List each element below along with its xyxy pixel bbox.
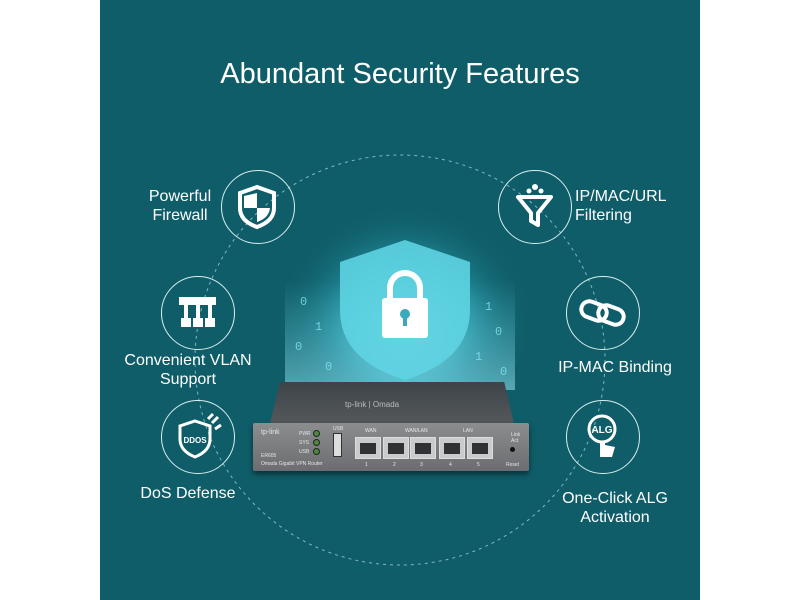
shield-firewall-icon xyxy=(238,184,276,230)
feature-label-alg: One-Click ALG Activation xyxy=(562,490,668,526)
router-device: tp-link ER605 Omada Gigabit VPN Router P… xyxy=(253,423,529,471)
link-chain-icon xyxy=(579,299,626,327)
led-pwr xyxy=(313,430,320,437)
ipmac-feature-circle xyxy=(566,276,640,350)
usb-label: USB xyxy=(333,426,344,432)
dos-feature-circle: DDOS xyxy=(161,400,235,474)
svg-text:DDOS: DDOS xyxy=(183,436,207,445)
feature-label-ipmac: IP-MAC Binding xyxy=(558,359,672,376)
svg-text:1: 1 xyxy=(475,350,482,364)
feature-label-filtering: IP/MAC/URL Filtering xyxy=(575,188,666,224)
reset-label: Reset xyxy=(506,462,520,468)
led-label-sys: SYS xyxy=(299,440,310,446)
svg-text:ALG: ALG xyxy=(591,425,612,436)
feature-label-firewall: Powerful Firewall xyxy=(148,188,212,224)
vlan-network-icon xyxy=(179,297,216,327)
svg-text:1: 1 xyxy=(315,320,322,334)
dashed-arc xyxy=(194,154,606,566)
filtering-feature-circle xyxy=(498,170,572,244)
alg-feature-circle: ALG xyxy=(566,400,640,474)
port-number: 1 xyxy=(365,462,368,468)
link-label: Link xyxy=(511,432,521,438)
ethernet-port-3 xyxy=(410,437,436,459)
svg-text:0: 0 xyxy=(325,360,332,374)
ethernet-port-2 xyxy=(383,437,409,459)
page-title: Abundant Security Features xyxy=(220,58,580,90)
ethernet-port-4 xyxy=(439,437,465,459)
port-number: 3 xyxy=(420,462,423,468)
wanlan-label: WAN/LAN xyxy=(405,428,428,434)
act-label: Act xyxy=(511,438,519,444)
ddos-shield-icon: DDOS xyxy=(178,412,222,459)
feature-label-vlan: Convenient VLAN Support xyxy=(124,352,252,388)
filter-funnel-icon xyxy=(516,184,553,227)
reset-button xyxy=(510,447,515,452)
port-number: 4 xyxy=(449,462,452,468)
router-top-logo: tp-link | Omada xyxy=(345,400,400,409)
lan-label: LAN xyxy=(463,428,473,434)
port-number: 5 xyxy=(477,462,480,468)
router-top: tp-link | Omada xyxy=(270,382,514,424)
router-brand: tp-link xyxy=(261,429,280,436)
led-label-pwr: PWR xyxy=(299,431,311,437)
port-number: 2 xyxy=(393,462,396,468)
led-label-usb: USB xyxy=(299,449,310,455)
svg-text:0: 0 xyxy=(295,340,302,354)
svg-text:1: 1 xyxy=(485,300,492,314)
svg-text:0: 0 xyxy=(300,295,307,309)
wan-label: WAN xyxy=(365,428,377,434)
ethernet-port-5 xyxy=(467,437,493,459)
usb-port xyxy=(333,433,342,457)
router-description: Omada Gigabit VPN Router xyxy=(261,461,323,467)
svg-text:0: 0 xyxy=(500,365,507,379)
vlan-feature-circle xyxy=(161,276,235,350)
feature-label-dos: DoS Defense xyxy=(140,485,236,502)
led-sys xyxy=(313,439,320,446)
led-usb xyxy=(313,448,320,455)
firewall-feature-circle xyxy=(221,170,295,244)
padlock-icon xyxy=(382,270,428,338)
svg-text:0: 0 xyxy=(495,325,502,339)
alg-click-icon: ALG xyxy=(587,414,617,457)
router-model: ER605 xyxy=(261,453,277,459)
ethernet-port-1 xyxy=(355,437,381,459)
